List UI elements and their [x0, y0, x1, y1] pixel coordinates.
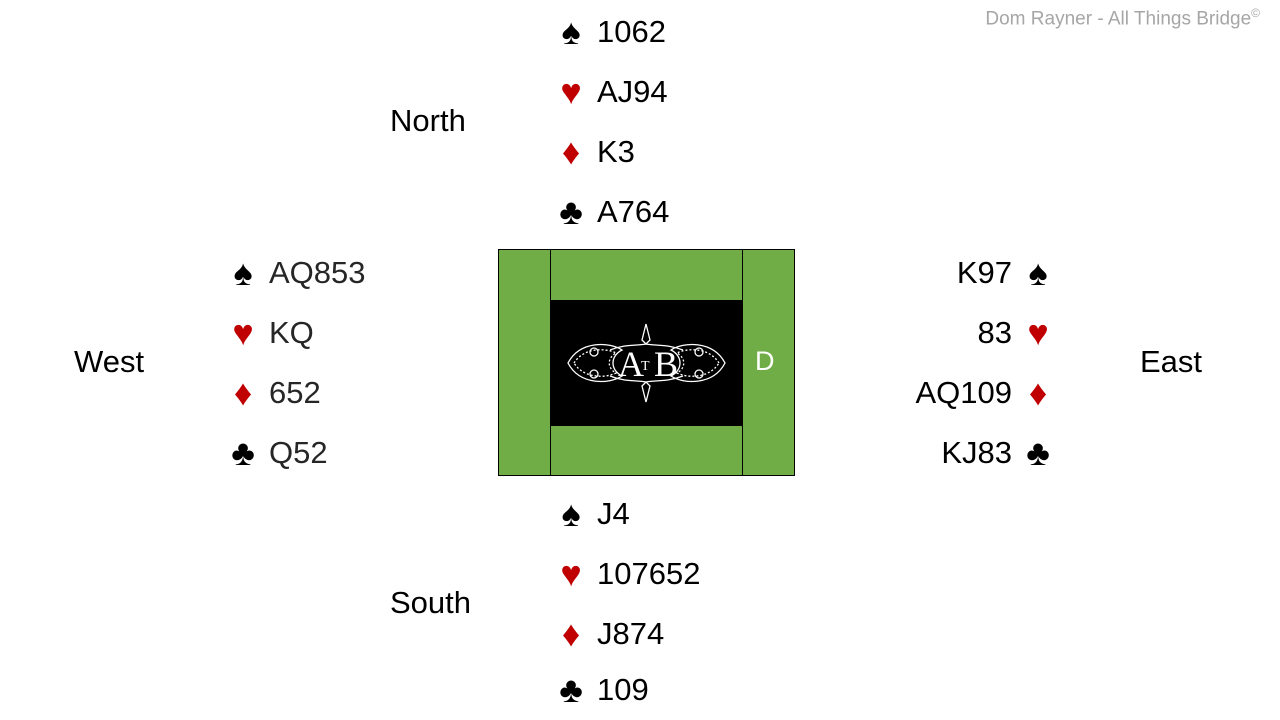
logo-letter-a: A [618, 344, 644, 384]
hand-west: ♠ AQ853 ♥ KQ ♦ 652 ♣ Q52 [225, 243, 425, 483]
spade-icon: ♠ [561, 493, 581, 534]
heart-icon: ♥ [232, 312, 254, 353]
seat-label-north: North [390, 103, 466, 138]
north-diamonds-cards: K3 [597, 134, 635, 169]
heart-icon: ♥ [560, 553, 582, 594]
heart-icon: ♥ [1027, 312, 1049, 353]
hand-east: K97 ♠ 83 ♥ AQ109 ♦ KJ83 ♣ [860, 243, 1056, 483]
north-hearts-cards: AJ94 [597, 74, 668, 109]
copyright-label: Dom Rayner - All Things Bridge© [985, 6, 1260, 30]
south-hearts-cards: 107652 [597, 556, 701, 591]
table-south-panel [550, 425, 743, 476]
club-icon: ♣ [559, 669, 583, 710]
logo-letter-b: B [654, 344, 678, 384]
east-diamonds-row: AQ109 ♦ [915, 363, 1056, 423]
spade-icon: ♠ [1028, 252, 1048, 293]
east-diamonds-cards: AQ109 [915, 375, 1012, 410]
bridge-table: A T B D [498, 249, 795, 476]
south-diamonds-cards: J874 [597, 616, 665, 651]
diamond-icon: ♦ [233, 372, 253, 413]
east-clubs-row: KJ83 ♣ [941, 423, 1056, 483]
east-spades-row: K97 ♠ [957, 243, 1056, 303]
north-clubs-row: ♣ A764 [553, 182, 669, 242]
north-hearts-row: ♥ AJ94 [553, 62, 668, 122]
south-spades-cards: J4 [597, 496, 630, 531]
diamond-icon: ♦ [1028, 372, 1048, 413]
atb-logo-emblem: A T B [567, 323, 726, 403]
north-spades-cards: 1062 [597, 14, 666, 49]
south-diamonds-row: ♦ J874 [553, 604, 664, 664]
south-clubs-cards: 109 [597, 672, 649, 707]
logo-letter-t: T [641, 359, 650, 374]
east-clubs-cards: KJ83 [941, 435, 1012, 470]
seat-label-west: West [74, 344, 145, 379]
hand-north: ♠ 1062 ♥ AJ94 ♦ K3 ♣ A764 [553, 2, 753, 242]
east-hearts-cards: 83 [977, 315, 1012, 350]
west-diamonds-row: ♦ 652 [225, 363, 321, 423]
east-spades-cards: K97 [956, 255, 1012, 290]
north-clubs-cards: A764 [597, 194, 670, 229]
west-hearts-cards: KQ [269, 315, 314, 350]
south-clubs-row: ♣ 109 [553, 660, 649, 720]
west-spades-cards: AQ853 [269, 255, 366, 290]
hand-south: ♠ J4 ♥ 107652 ♦ J874 ♣ 109 [553, 484, 753, 720]
seat-label-east: East [1140, 344, 1203, 379]
table-west-panel [498, 249, 551, 476]
table-north-panel [550, 249, 743, 301]
heart-icon: ♥ [560, 71, 582, 112]
club-icon: ♣ [559, 191, 583, 232]
west-spades-row: ♠ AQ853 [225, 243, 366, 303]
west-hearts-row: ♥ KQ [225, 303, 314, 363]
atb-logo: A T B [550, 300, 743, 426]
east-hearts-row: 83 ♥ [978, 303, 1056, 363]
north-spades-row: ♠ 1062 [553, 2, 666, 62]
diamond-icon: ♦ [561, 613, 581, 654]
south-hearts-row: ♥ 107652 [553, 544, 700, 604]
dealer-marker: D [755, 346, 775, 376]
spade-icon: ♠ [233, 252, 253, 293]
west-clubs-row: ♣ Q52 [225, 423, 328, 483]
club-icon: ♣ [231, 432, 255, 473]
north-diamonds-row: ♦ K3 [553, 122, 635, 182]
south-spades-row: ♠ J4 [553, 484, 630, 544]
spade-icon: ♠ [561, 11, 581, 52]
diamond-icon: ♦ [561, 131, 581, 172]
seat-label-south: South [390, 585, 472, 620]
club-icon: ♣ [1026, 432, 1050, 473]
west-diamonds-cards: 652 [269, 375, 321, 410]
west-clubs-cards: Q52 [269, 435, 328, 470]
